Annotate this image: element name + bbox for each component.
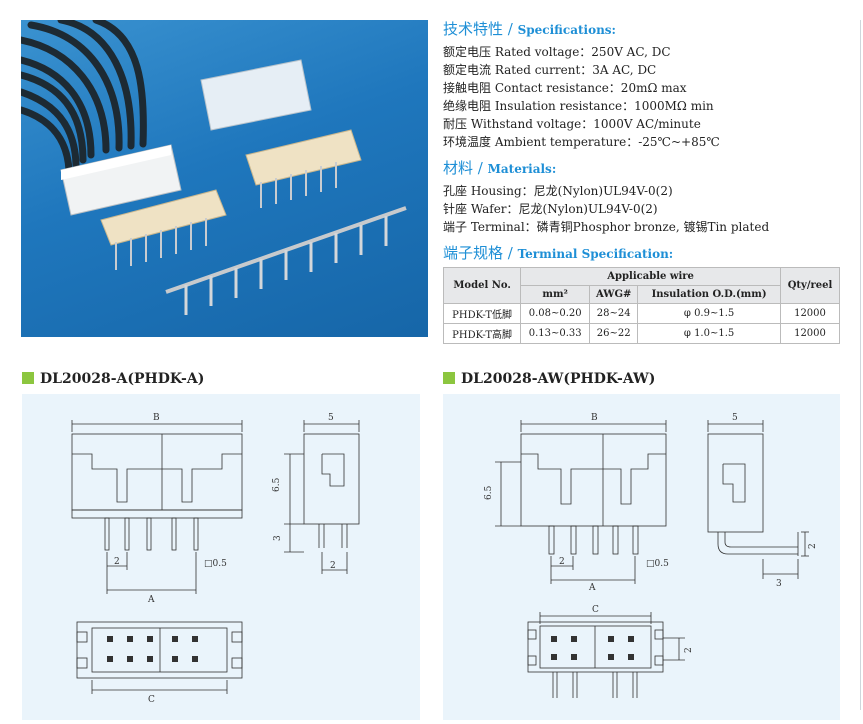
green-square-icon <box>443 372 455 384</box>
dim-label: 2 <box>559 557 565 567</box>
terminal-heading: 端子规格 / Terminal Specification: <box>443 242 848 263</box>
dim-label: 6.5 <box>484 485 494 500</box>
table-row: PHDK-T低脚 0.08~0.20 28~24 φ 0.9~1.5 12000 <box>442 303 841 324</box>
right-drawing-title: DL20028-AW(PHDK-AW) <box>443 371 655 387</box>
cell-awg: 26~22 <box>589 323 639 344</box>
left-drawing-panel: B 5 6.5 3 2 □0.5 2 A C <box>22 394 420 720</box>
right-technical-drawing: B 5 6.5 2 □0.5 A 3 2 C 2 <box>484 413 818 698</box>
materials-heading-cn: 材料 / <box>443 159 483 177</box>
spec-line: 额定电压 Rated voltage：250V AC, DC <box>443 45 671 59</box>
dim-label: 5 <box>732 413 738 423</box>
dim-label: A <box>147 595 155 605</box>
dim-label: C <box>592 605 599 615</box>
col-mm2: mm² <box>520 285 591 304</box>
terminal-heading-en: Terminal Specification: <box>517 247 674 261</box>
material-line: 端子 Terminal：磷青铜Phosphor bronze, 镀锡Tin pl… <box>443 220 770 234</box>
dim-label: 2 <box>330 561 336 571</box>
specifications-heading-en: Specifications: <box>517 23 616 37</box>
col-qty: Qty/reel <box>779 267 841 304</box>
cell-model: PHDK-T高脚 <box>442 323 522 344</box>
spec-line: 接触电阻 Contact resistance：20mΩ max <box>443 81 687 95</box>
product-photo <box>21 20 428 337</box>
dim-label: □0.5 <box>204 559 227 569</box>
table-row: PHDK-T高脚 0.13~0.33 26~22 φ 1.0~1.5 12000 <box>442 323 841 344</box>
green-square-icon <box>22 372 34 384</box>
dim-label: 6.5 <box>272 477 282 492</box>
left-drawing-title: DL20028-A(PHDK-A) <box>22 371 204 387</box>
material-line: 针座 Wafer：尼龙(Nylon)UL94V-0(2) <box>443 202 658 216</box>
left-technical-drawing: B 5 6.5 3 2 □0.5 2 A C <box>71 413 360 705</box>
spec-line: 额定电流 Rated current：3A AC, DC <box>443 63 657 77</box>
col-applicable-wire: Applicable wire <box>520 267 781 286</box>
spec-line: 环境温度 Ambient temperature：-25℃~+85℃ <box>443 135 720 149</box>
dim-label: 2 <box>808 543 818 549</box>
dim-label: □0.5 <box>646 559 669 569</box>
page-edge-rule <box>860 20 861 710</box>
cell-mm2: 0.08~0.20 <box>520 303 591 324</box>
dim-label: C <box>148 695 155 705</box>
right-drawing-title-text: DL20028-AW(PHDK-AW) <box>461 371 656 387</box>
dim-label: A <box>588 583 596 593</box>
right-drawing-panel: B 5 6.5 2 □0.5 A 3 2 C 2 <box>443 394 840 720</box>
terminal-heading-cn: 端子规格 / <box>443 244 513 262</box>
specifications-heading: 技术特性 / Specifications: <box>443 18 848 39</box>
specifications-section: 技术特性 / Specifications: 额定电压 Rated voltag… <box>442 18 848 344</box>
col-model: Model No. <box>442 267 522 304</box>
cell-od: φ 0.9~1.5 <box>637 303 781 324</box>
dim-label: 2 <box>684 647 694 653</box>
col-awg: AWG# <box>589 285 639 304</box>
cell-qty: 12000 <box>779 323 841 344</box>
materials-heading-en: Materials: <box>487 162 557 176</box>
spec-line: 耐压 Withstand voltage：1000V AC/minute <box>443 117 701 131</box>
spec-line: 绝缘电阻 Insulation resistance：1000MΩ min <box>443 99 714 113</box>
dim-label: 2 <box>114 557 120 567</box>
material-line: 孔座 Housing：尼龙(Nylon)UL94V-0(2) <box>443 184 673 198</box>
left-drawing-title-text: DL20028-A(PHDK-A) <box>40 371 205 387</box>
cell-od: φ 1.0~1.5 <box>637 323 781 344</box>
dim-label: B <box>591 413 598 423</box>
dim-label: 3 <box>273 535 283 541</box>
dim-label: B <box>153 413 160 423</box>
cell-mm2: 0.13~0.33 <box>520 323 591 344</box>
dim-label: 3 <box>776 579 782 589</box>
cell-qty: 12000 <box>779 303 841 324</box>
col-od: Insulation O.D.(mm) <box>637 285 781 304</box>
specifications-heading-cn: 技术特性 / <box>443 20 513 38</box>
connector-illustration <box>21 20 407 315</box>
cell-model: PHDK-T低脚 <box>442 303 522 324</box>
materials-heading: 材料 / Materials: <box>443 157 848 178</box>
terminal-spec-table: Model No. Applicable wire Qty/reel mm² A… <box>442 267 841 344</box>
cell-awg: 28~24 <box>589 303 639 324</box>
dim-label: 5 <box>328 413 334 423</box>
